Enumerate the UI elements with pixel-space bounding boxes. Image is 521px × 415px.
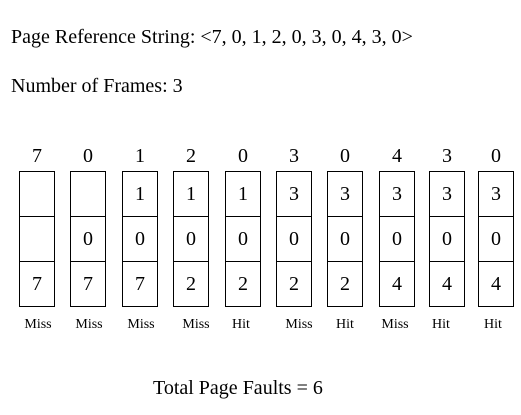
reference-page: 0 [491,145,501,167]
hit-miss-status: Miss [285,317,313,332]
reference-page: 4 [392,145,402,167]
frame-cell: 0 [430,216,464,261]
frame-cell: 3 [442,183,452,205]
reference-page: 0 [238,145,248,167]
frame-cell: 0 [380,216,414,261]
frame-cell: 1 [186,183,196,205]
frame-cell: 4 [380,261,414,306]
frame-cell: 0 [71,216,105,261]
frame-cell [20,216,54,261]
hit-miss-status: Miss [127,317,155,332]
frame-cell: 0 [328,216,362,261]
reference-page: 2 [186,145,196,167]
hit-miss-status: Hit [484,317,502,332]
frame-cell: 0 [174,216,208,261]
frame-cell: 2 [174,261,208,306]
reference-page: 0 [83,145,93,167]
frame-cell: 7 [20,261,54,306]
frame-cell: 1 [238,183,248,205]
frame-stack: 7 [19,171,55,307]
hit-miss-status: Miss [24,317,52,332]
hit-miss-status: Miss [182,317,210,332]
frame-cell: 0 [277,216,311,261]
reference-string-label: Page Reference String: <7, 0, 1, 2, 0, 3… [11,26,413,48]
frame-cell: 1 [135,183,145,205]
frame-cell: 7 [71,261,105,306]
frame-cell: 2 [277,261,311,306]
frame-cell: 2 [328,261,362,306]
hit-miss-status: Miss [381,317,409,332]
reference-page: 1 [135,145,145,167]
frame-cell: 0 [226,216,260,261]
frame-count-label: Number of Frames: 3 [11,75,183,97]
reference-page: 3 [442,145,452,167]
frame-cell: 3 [392,183,402,205]
hit-miss-status: Hit [232,317,250,332]
hit-miss-status: Hit [336,317,354,332]
hit-miss-status: Miss [75,317,103,332]
hit-miss-status: Hit [432,317,450,332]
reference-page: 0 [340,145,350,167]
reference-page: 3 [289,145,299,167]
frame-cell: 3 [289,183,299,205]
frame-cell: 0 [123,216,157,261]
frame-cell: 7 [123,261,157,306]
frame-cell: 3 [491,183,501,205]
frame-cell [71,172,105,216]
total-page-faults: Total Page Faults = 6 [153,377,323,399]
frame-cell [20,172,54,216]
frame-cell: 0 [479,216,513,261]
frame-cell: 3 [340,183,350,205]
frame-cell: 4 [479,261,513,306]
frame-cell: 4 [430,261,464,306]
reference-page: 7 [32,145,42,167]
frame-cell: 2 [226,261,260,306]
